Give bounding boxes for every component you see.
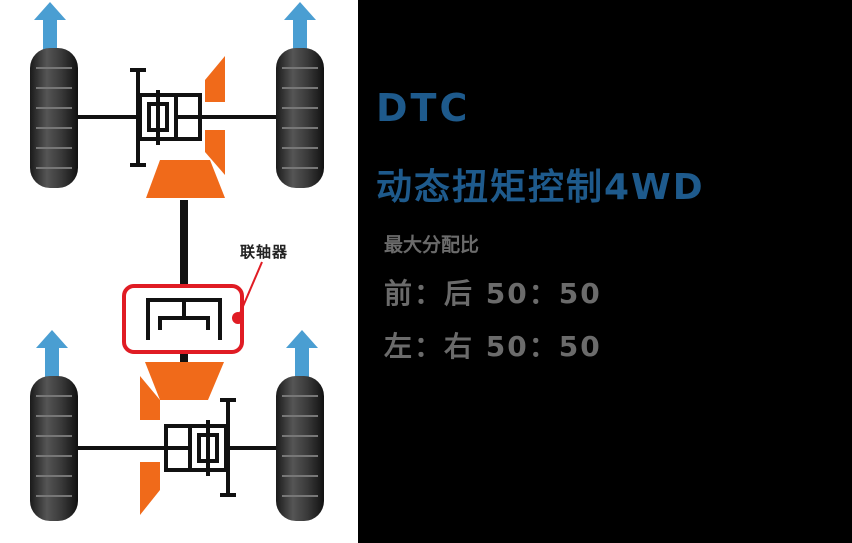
coupling xyxy=(122,261,263,354)
coupling-leader-line xyxy=(237,261,263,319)
rear-ring-gear-upper xyxy=(140,376,160,420)
drivetrain-svg xyxy=(30,2,324,521)
arrow-icon-front-left xyxy=(34,2,66,55)
tire-rear-left xyxy=(30,376,78,521)
front-rear-ratio: 前：后 50：50 xyxy=(384,277,602,310)
coupling-label: 联轴器 xyxy=(240,243,289,261)
tire-front-right xyxy=(276,48,324,188)
front-pinion-gear xyxy=(146,160,225,198)
tire-rear-right xyxy=(276,376,324,521)
rear-gears xyxy=(140,362,224,515)
rear-differential xyxy=(164,398,236,497)
drivetrain-diagram: 联轴器 xyxy=(0,0,358,543)
title-system-name: 动态扭矩控制4WD xyxy=(376,167,705,208)
arrow-icon-rear-right xyxy=(286,330,318,383)
title-dtc: DTC xyxy=(376,86,471,130)
tire-front-left xyxy=(30,48,78,188)
tires xyxy=(30,48,324,521)
arrows xyxy=(34,2,318,383)
max-distribution-label: 最大分配比 xyxy=(384,234,480,256)
arrow-icon-front-right xyxy=(284,2,316,55)
front-ring-gear-upper xyxy=(205,56,225,102)
arrow-icon-rear-left xyxy=(36,330,68,383)
front-ring-gear-lower xyxy=(205,130,225,175)
rear-ring-gear-lower xyxy=(140,462,160,515)
front-differential xyxy=(130,68,202,167)
front-gears xyxy=(146,56,225,198)
left-right-ratio: 左：右 50：50 xyxy=(384,330,602,363)
rear-pinion-gear xyxy=(145,362,224,400)
